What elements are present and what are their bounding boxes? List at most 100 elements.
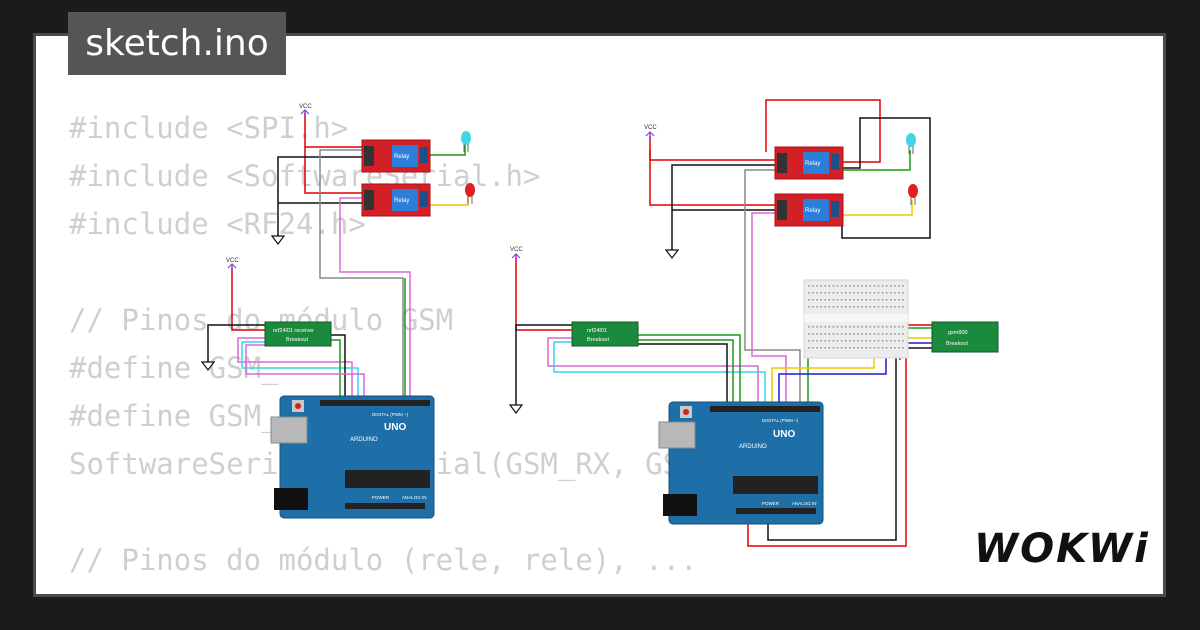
wire-yellow (430, 195, 469, 206)
breadboard-hole (865, 285, 867, 287)
wire-magenta (245, 344, 365, 400)
breadboard-hole (828, 292, 831, 294)
breadboard-hole (877, 306, 880, 308)
breadboard-hole (853, 333, 855, 335)
breadboard-hole (902, 292, 904, 294)
breadboard-hole (881, 292, 884, 294)
breadboard-hole (832, 347, 835, 349)
wire-magenta (547, 337, 759, 405)
breadboard-hole (853, 292, 855, 294)
breadboard-hole (812, 285, 814, 287)
breadboard-hole (873, 333, 876, 335)
wire-black (207, 324, 265, 362)
ground-symbol (200, 361, 216, 371)
breadboard-hole (812, 299, 814, 301)
breadboard-hole (881, 299, 884, 301)
breadboard-hole (820, 306, 822, 308)
breadboard-hole (869, 333, 872, 335)
breadboard-hole (840, 340, 843, 342)
led-cyan (906, 133, 916, 154)
breadboard-hole (865, 292, 867, 294)
breadboard-hole (820, 285, 822, 287)
breadboard-hole (873, 299, 876, 301)
breadboard-hole (836, 340, 839, 342)
breadboard-hole (816, 326, 818, 328)
breadboard-hole (890, 347, 892, 349)
breadboard-hole (808, 326, 810, 328)
breadboard-hole (808, 347, 810, 349)
relay-label: Relay (805, 208, 820, 214)
breadboard-hole (890, 326, 892, 328)
breadboard-hole (869, 299, 872, 301)
breadboard-hole (840, 347, 843, 349)
relay-module: Relay (361, 183, 431, 217)
breadboard-hole (840, 306, 843, 308)
project-card: #include <SPI.h> #include <SoftwareSeria… (33, 33, 1166, 597)
breadboard-hole (849, 306, 851, 308)
code-line: #define GSM_ (69, 351, 279, 385)
breadboard-hole (894, 292, 896, 294)
breadboard-hole (844, 299, 847, 301)
breadboard-hole (844, 292, 847, 294)
wire-red (304, 147, 362, 194)
breadboard-hole (808, 285, 810, 287)
breadboard-hole (861, 333, 863, 335)
breadboard-hole (812, 306, 814, 308)
board-model: UNO (384, 422, 406, 433)
breadboard-hole (832, 340, 835, 342)
breadboard-hole (824, 285, 826, 287)
breadboard-hole (828, 333, 831, 335)
breadboard-hole (898, 347, 900, 349)
relay-label: Relay (394, 198, 409, 204)
breadboard-hole (853, 340, 855, 342)
relay-label: Relay (805, 161, 820, 167)
breadboard-hole (902, 285, 904, 287)
breadboard-hole (885, 340, 888, 342)
ground-symbol (508, 404, 524, 414)
breadboard-hole (820, 326, 822, 328)
breadboard-hole (824, 299, 826, 301)
wire-magenta (751, 212, 787, 405)
breadboard-hole (844, 285, 847, 287)
breadboard-hole (840, 333, 843, 335)
right-circuit: VCC VCC Relay Relay (508, 99, 999, 547)
wire-red (231, 268, 265, 331)
code-line: #include <SPI.h> (69, 111, 349, 145)
breadboard-hole (861, 340, 863, 342)
breadboard-hole (857, 306, 859, 308)
breadboard-hole (828, 306, 831, 308)
breadboard-hole (894, 333, 896, 335)
breadboard-hole (869, 292, 872, 294)
breadboard-hole (902, 299, 904, 301)
breadboard-hole (820, 292, 822, 294)
breadboard-hole (902, 340, 904, 342)
breadboard-hole (898, 340, 900, 342)
wire-green (638, 339, 734, 405)
breadboard-hole (816, 333, 818, 335)
breadboard-hole (836, 299, 839, 301)
code-line: #include <RF24.h> (69, 207, 366, 241)
board-power-label: POWER (372, 495, 390, 500)
breadboard-hole (828, 326, 831, 328)
breadboard-hole (857, 285, 859, 287)
breadboard-hole (898, 333, 900, 335)
breadboard-hole (857, 292, 859, 294)
relay-module: Relay (774, 193, 844, 227)
breadboard-hole (877, 347, 880, 349)
vcc-label: VCC (299, 104, 312, 110)
breadboard-hole (857, 326, 859, 328)
breadboard-hole (902, 306, 904, 308)
breadboard-hole (902, 326, 904, 328)
breadboard-hole (877, 340, 880, 342)
wire-black (330, 334, 346, 400)
breadboard-hole (836, 333, 839, 335)
breadboard-hole (836, 326, 839, 328)
breadboard-hole (816, 299, 818, 301)
breadboard-hole (816, 306, 818, 308)
breadboard-hole (849, 285, 851, 287)
breadboard-hole (890, 299, 892, 301)
breadboard-hole (894, 326, 896, 328)
breadboard-hole (849, 347, 851, 349)
breadboard-hole (824, 292, 826, 294)
